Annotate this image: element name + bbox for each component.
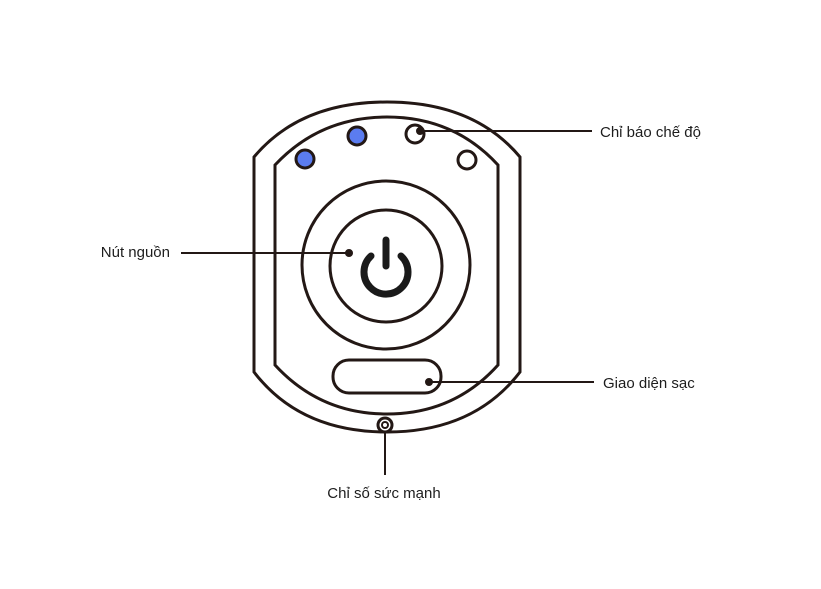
label-power-button: Nút nguồn [101,244,170,261]
power-button-outer-ring [300,179,472,351]
device-inner-panel [273,115,500,416]
power-button [328,208,444,324]
charging-port [331,358,443,395]
label-mode-indicator: Chỉ báo chế độ [600,124,701,141]
power-level-indicator-dot [381,421,389,429]
mode-led-2 [346,125,368,147]
power-level-indicator [376,416,394,434]
mode-led-1 [294,148,316,170]
label-power-level-indicator: Chỉ số sức mạnh [327,485,440,502]
mode-led-4 [456,149,478,171]
device-outer-shell [252,100,522,434]
label-charging-port: Giao diện sạc [603,375,695,392]
power-icon [360,236,412,298]
